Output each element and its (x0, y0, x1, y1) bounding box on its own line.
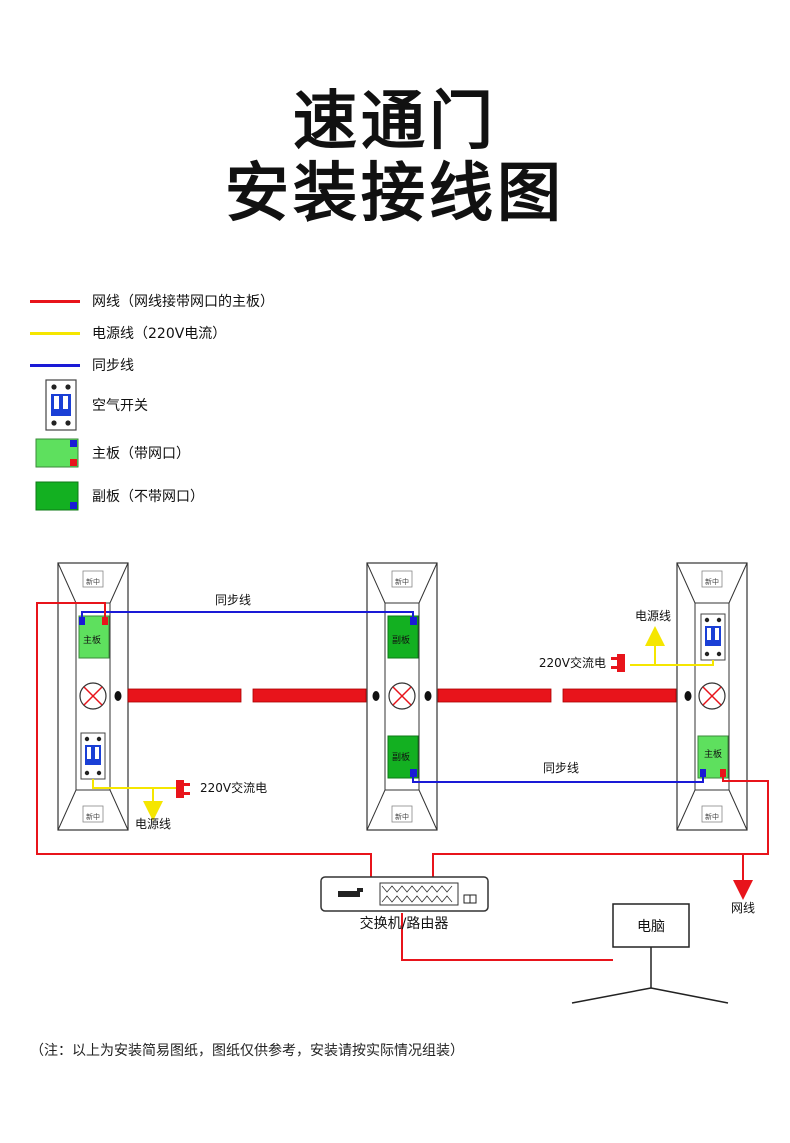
beam-right-b (562, 688, 677, 703)
legend-sync-label: 同步线 (92, 358, 134, 374)
sensor-dot (684, 691, 692, 701)
beam-left-a (127, 688, 242, 703)
legend-network-swatch (30, 299, 80, 303)
plug-right-icon (617, 654, 625, 672)
plug-left-icon (176, 780, 184, 798)
switch-router-icon (320, 876, 489, 912)
sensor-dot (372, 691, 380, 701)
power-line-right-label: 电源线 (635, 609, 671, 623)
legend-network-label: 网线（网线接带网口的主板） (92, 294, 274, 310)
legend-main-board-label: 主板（带网口） (92, 446, 190, 462)
title-line-2: 安装接线图 (225, 157, 565, 231)
power-line-left (92, 779, 176, 789)
legend-air-switch: 空气开关 (30, 378, 148, 432)
legend-power-swatch (30, 331, 80, 335)
legend-air-switch-label: 空气开关 (92, 398, 148, 414)
sensor-dot (424, 691, 432, 701)
legend-power-label: 电源线（220V电流） (92, 326, 227, 342)
network-line-right (432, 777, 769, 877)
network-label: 网线 (731, 901, 755, 915)
sub-board-mid-top-label: 副板 (392, 634, 410, 646)
legend-sync: 同步线 (30, 350, 134, 380)
title-line-1: 速通门 (293, 85, 497, 159)
main-board-right-label: 主板 (704, 748, 722, 760)
beam-left-b (252, 688, 367, 703)
sync-line-bottom-label: 同步线 (543, 761, 579, 775)
network-line-left (36, 602, 372, 877)
legend-network: 网线（网线接带网口的主板） (30, 286, 274, 316)
sync-line-top (81, 611, 414, 617)
air-switch-left-icon (80, 732, 106, 780)
air-switch-right-icon (700, 613, 726, 661)
power-line-right (630, 660, 714, 666)
badge-right-bottom: 新中 (705, 812, 719, 821)
legend-sync-swatch (30, 363, 80, 367)
legend-power: 电源线（220V电流） (30, 318, 226, 348)
air-switch-icon (30, 378, 80, 432)
legend-sub-board: 副板（不带网口） (30, 481, 204, 511)
legend-sub-board-label: 副板（不带网口） (92, 489, 204, 505)
badge-mid-bottom: 新中 (395, 812, 409, 821)
badge-right-top: 新中 (705, 577, 719, 586)
sync-line-bottom (412, 777, 704, 783)
main-board-left-label: 主板 (83, 634, 101, 646)
sub-board-icon (30, 481, 80, 511)
ac-right-label: 220V交流电 (539, 655, 606, 670)
wiring-diagram: 新中 新中 新中 新中 新中 新中 主板 副板 副板 主板 同步线 同步线 网线… (36, 562, 769, 1004)
switch-router-label: 交换机/路由器 (360, 915, 449, 932)
badge-left-top: 新中 (86, 577, 100, 586)
badge-left-bottom: 新中 (86, 812, 100, 821)
beam-right-a (437, 688, 552, 703)
computer-icon (571, 903, 729, 1004)
footnote: （注：以上为安装简易图纸，图纸仅供参考，安装请按实际情况组装） (30, 1043, 464, 1059)
sub-board-mid-bottom-label: 副板 (392, 751, 410, 763)
power-line-left-label: 电源线 (135, 817, 171, 831)
main-board-icon (30, 438, 80, 468)
computer-label: 电脑 (637, 919, 665, 935)
legend-main-board: 主板（带网口） (30, 438, 190, 468)
ac-left-label: 220V交流电 (200, 780, 267, 795)
badge-mid-top: 新中 (395, 577, 409, 586)
network-line-computer (401, 913, 613, 961)
sync-line-top-label: 同步线 (215, 593, 251, 607)
sensor-dot (114, 691, 122, 701)
